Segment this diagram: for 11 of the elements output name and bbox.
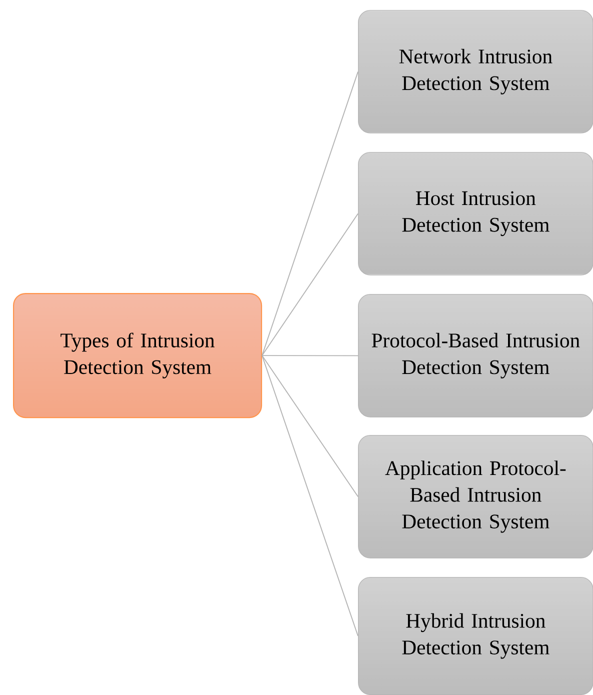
category-box: Application Protocol-Based Intrusion Detection System: [358, 435, 593, 558]
connector-line: [262, 355, 358, 636]
connector-line: [262, 355, 358, 356]
category-box: Network Intrusion Detection System: [358, 10, 593, 134]
category-box: Protocol-Based Intrusion Detection System: [358, 294, 593, 418]
connector-line: [262, 71, 358, 356]
category-box: Hybrid Intrusion Detection System: [358, 577, 593, 695]
connector-line: [262, 213, 358, 356]
connector-line: [262, 355, 358, 498]
root-box: Types of Intrusion Detection System: [13, 293, 262, 418]
category-box: Host Intrusion Detection System: [358, 152, 593, 276]
